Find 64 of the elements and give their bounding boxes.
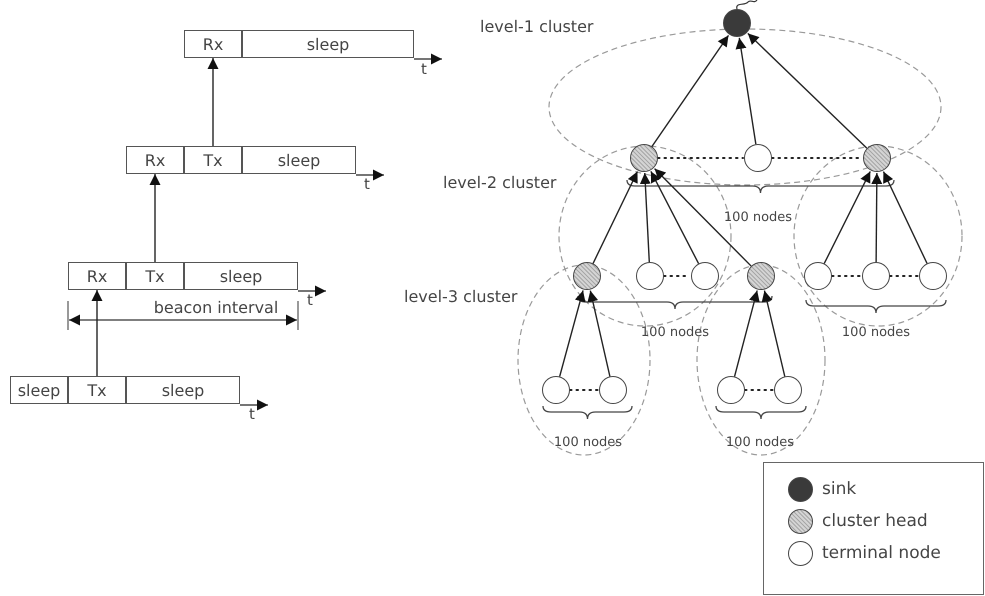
cluster-head-node [573,262,601,290]
label: level-2 cluster [443,175,556,191]
arrow [882,171,928,264]
dotted-line [889,275,919,277]
arrow [734,290,760,377]
arrow [747,32,868,149]
time-slot: sleep [184,262,298,290]
arrow [736,38,757,144]
label: 100 nodes [724,211,792,224]
legend-text: cluster head [822,513,928,530]
cluster-head-node [747,262,775,290]
terminal-node [862,262,890,290]
label: 100 nodes [726,436,794,449]
arrow [762,290,786,377]
time-slot: Tx [68,376,126,404]
sink-node [723,9,751,37]
arrow [150,174,160,262]
legend-text: sink [822,481,856,498]
arrow [640,172,651,262]
label: t [421,62,427,77]
dotted-line [569,389,599,391]
time-slot: Tx [126,262,184,290]
label: level-3 cluster [404,289,518,305]
arrow [824,171,871,264]
time-slot: Rx [126,146,184,174]
label: 100 nodes [554,436,622,449]
dimension-label: beacon interval [154,300,278,316]
label: t [364,177,370,192]
time-slot: sleep [126,376,240,404]
terminal-node [744,144,772,172]
label: t [249,407,255,422]
arrow [592,171,638,264]
terminal-node [804,262,832,290]
dotted-line [657,157,744,159]
label: 100 nodes [640,326,710,339]
time-slot: Tx [184,146,242,174]
terminal-node [542,376,570,404]
legend-text: terminal node [822,545,941,562]
arrow [587,290,611,376]
arrow [871,173,882,262]
arrow [650,171,700,264]
terminal-node [717,376,745,404]
label: level-1 cluster [480,19,594,35]
label: t [307,293,313,308]
dotted-line [744,389,774,391]
arrow [208,58,218,146]
arrow [654,168,752,267]
terminal-node [774,376,802,404]
arrow [651,34,730,147]
terminal-node [599,376,627,404]
label: 100 nodes [842,326,910,339]
time-slot: Rx [68,262,126,290]
dotted-line [831,275,862,277]
cluster-head-node [630,144,658,172]
terminal-node [919,262,947,290]
arrow [92,290,102,376]
time-slot: Rx [184,30,242,58]
terminal-node [691,262,719,290]
arrow [559,290,586,377]
time-slot: sleep [242,146,356,174]
terminal-node [636,262,664,290]
time-slot: sleep [10,376,68,404]
cluster-head-node [863,144,891,172]
time-slot: sleep [242,30,414,58]
